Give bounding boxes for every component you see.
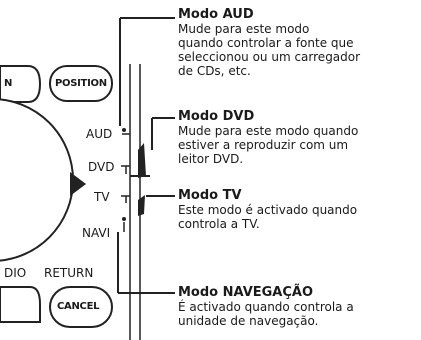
cancel-button[interactable]: CANCEL (57, 301, 100, 312)
mode-navi-line: unidade de navegação. (178, 314, 319, 328)
mode-aud-line: de CDs, etc. (178, 64, 251, 78)
label-return: RETURN (44, 266, 94, 280)
mode-aud-line: quando controlar a fonte que (178, 36, 354, 50)
label-dvd: DVD (88, 160, 115, 174)
mode-aud-callout: Modo AUD Mude para este modo quando cont… (178, 7, 361, 79)
mode-tv-title: Modo TV (178, 188, 242, 203)
mode-switch-knob (138, 143, 146, 178)
mode-aud-line: seleccionou ou um carregador (178, 50, 361, 64)
mode-tv-line: controla a TV. (178, 217, 260, 231)
mode-aud-title: Modo AUD (178, 7, 254, 22)
label-dio: DIO (4, 266, 27, 280)
mode-tv-callout: Modo TV Este modo é activado quando cont… (178, 188, 358, 232)
callout-lines (117, 17, 175, 294)
mode-dvd-line: Mude para este modo quando (178, 124, 359, 138)
mode-navi-title: Modo NAVEGAÇÃO (178, 285, 314, 300)
mode-dvd-title: Modo DVD (178, 109, 255, 124)
position-button-shape (49, 65, 113, 102)
label-aud: AUD (86, 127, 113, 141)
partial-button-label: N (4, 78, 13, 89)
partial-bottom-button (0, 286, 41, 323)
position-button[interactable]: POSITION (55, 78, 107, 89)
mode-dvd-callout: Modo DVD Mude para este modo quando esti… (178, 109, 359, 167)
play-icon (70, 172, 86, 196)
label-tv: TV (94, 190, 110, 204)
mode-navi-callout: Modo NAVEGAÇÃO É activado quando control… (178, 285, 354, 329)
mode-dvd-line: estiver a reproduzir com um (178, 138, 349, 152)
mode-navi-line: É activado quando controla a (178, 300, 354, 314)
mode-dvd-line: leitor DVD. (178, 152, 244, 166)
partial-left-button (0, 65, 42, 103)
label-navi: NAVI (82, 226, 111, 240)
mode-tv-line: Este modo é activado quando (178, 203, 358, 217)
direction-pad (0, 98, 74, 262)
cancel-button-shape (49, 286, 113, 328)
mode-aud-line: Mude para este modo (178, 22, 310, 36)
